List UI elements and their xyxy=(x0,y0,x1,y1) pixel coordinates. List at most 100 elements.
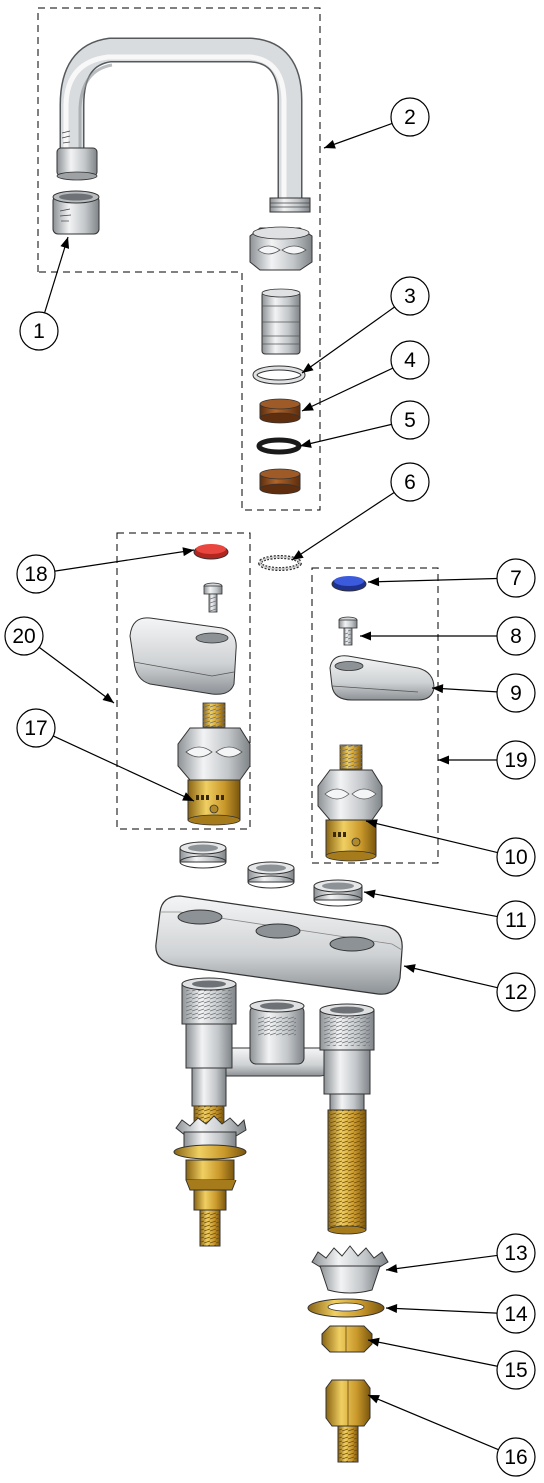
leader-line xyxy=(385,1307,498,1314)
leader-arrowhead xyxy=(364,889,376,899)
deck-plate xyxy=(155,895,403,995)
leader-line xyxy=(301,367,394,412)
lock-nut xyxy=(321,1325,373,1353)
leader-line xyxy=(44,236,69,314)
leader-arrowhead xyxy=(438,755,449,765)
left-installed-hardware xyxy=(173,1105,247,1247)
leader-line xyxy=(301,306,395,374)
callout-number: 18 xyxy=(24,563,47,586)
callout-circle xyxy=(496,1294,536,1334)
callout-circle xyxy=(16,708,56,748)
callout-13: 13 xyxy=(385,1233,536,1274)
right-lever-handle xyxy=(329,655,435,701)
leader-arrowhead xyxy=(368,1337,380,1347)
callout-number: 5 xyxy=(404,409,416,432)
right-cartridge xyxy=(317,744,383,862)
callout-3: 3 xyxy=(301,276,430,374)
callout-number: 2 xyxy=(404,106,416,129)
leader-line xyxy=(365,820,498,854)
callout-number: 20 xyxy=(12,625,35,648)
serrated-mounting-washer xyxy=(311,1245,389,1294)
spout-coupling-nut xyxy=(249,226,313,271)
leader-arrowhead xyxy=(300,439,312,448)
callout-4: 4 xyxy=(301,340,430,412)
red-index-button xyxy=(193,544,229,560)
left-handle-screw xyxy=(203,582,223,613)
leader-arrowhead xyxy=(102,692,114,703)
supply-coupling xyxy=(325,1379,371,1463)
callout-12: 12 xyxy=(403,964,536,1012)
callout-number: 3 xyxy=(404,285,416,308)
callout-number: 19 xyxy=(504,749,527,772)
leader-line xyxy=(291,491,395,561)
callout-circle xyxy=(496,558,536,598)
callout-circle xyxy=(390,340,430,380)
callout-18: 18 xyxy=(16,547,195,594)
callout-14: 14 xyxy=(385,1294,536,1334)
leader-line xyxy=(38,646,115,704)
callout-circle xyxy=(390,276,430,316)
callout-number: 16 xyxy=(504,1446,527,1469)
blue-index-button xyxy=(331,576,367,592)
callout-circle xyxy=(496,740,536,780)
left-lever-handle xyxy=(129,617,237,695)
callout-circle xyxy=(496,1437,536,1477)
callout-6: 6 xyxy=(291,462,430,561)
callout-10: 10 xyxy=(365,819,536,877)
callout-19: 19 xyxy=(438,740,536,780)
leader-arrowhead xyxy=(386,1264,398,1274)
callout-circle xyxy=(390,462,430,502)
leader-line xyxy=(367,1339,498,1367)
swivel-body xyxy=(261,288,301,355)
leader-line xyxy=(385,1254,498,1271)
leader-arrowhead xyxy=(366,819,378,828)
callout-circle xyxy=(496,1233,536,1273)
callout-circle xyxy=(496,837,536,877)
leader-arrowhead xyxy=(302,362,314,373)
leader-arrowhead xyxy=(432,684,444,694)
o-ring xyxy=(252,365,306,385)
callout-number: 4 xyxy=(404,349,416,372)
callout-number: 11 xyxy=(505,909,527,932)
spout-assembly-boundary xyxy=(37,7,321,511)
callout-2: 2 xyxy=(323,97,430,149)
callout-number: 14 xyxy=(504,1303,528,1326)
callout-circle xyxy=(390,97,430,137)
callout-number: 9 xyxy=(510,682,522,705)
callout-20: 20 xyxy=(4,616,115,704)
bonnet-ring-right xyxy=(313,879,363,907)
callout-17: 17 xyxy=(16,708,195,802)
callout-9: 9 xyxy=(431,673,536,713)
callout-circle xyxy=(496,673,536,713)
callout-number: 12 xyxy=(504,981,527,1004)
flat-washer xyxy=(307,1298,385,1318)
spout-tube xyxy=(56,37,311,213)
callout-circle xyxy=(496,900,536,940)
callout-5: 5 xyxy=(299,400,430,448)
callout-number: 6 xyxy=(404,471,416,494)
leader-arrowhead xyxy=(182,547,194,557)
callout-circle xyxy=(19,311,59,351)
bonnet-ring-left xyxy=(179,841,227,869)
bonnet-ring-middle xyxy=(247,861,295,889)
left-cartridge xyxy=(177,702,251,826)
callout-circle xyxy=(496,616,536,656)
leader-line xyxy=(403,965,498,989)
callout-15: 15 xyxy=(367,1337,536,1390)
callout-circle xyxy=(16,554,56,594)
leader-line xyxy=(54,549,195,572)
leader-arrowhead xyxy=(60,237,70,249)
leader-line xyxy=(52,735,195,802)
callout-11: 11 xyxy=(363,889,536,940)
leader-line xyxy=(323,122,393,149)
callout-number: 1 xyxy=(33,320,45,343)
left-handle-assembly-boundary xyxy=(116,532,251,830)
callout-1: 1 xyxy=(19,236,70,351)
leader-line xyxy=(363,891,498,918)
callout-number: 7 xyxy=(510,567,522,590)
leader-line xyxy=(299,423,392,447)
callout-number: 17 xyxy=(24,717,47,740)
